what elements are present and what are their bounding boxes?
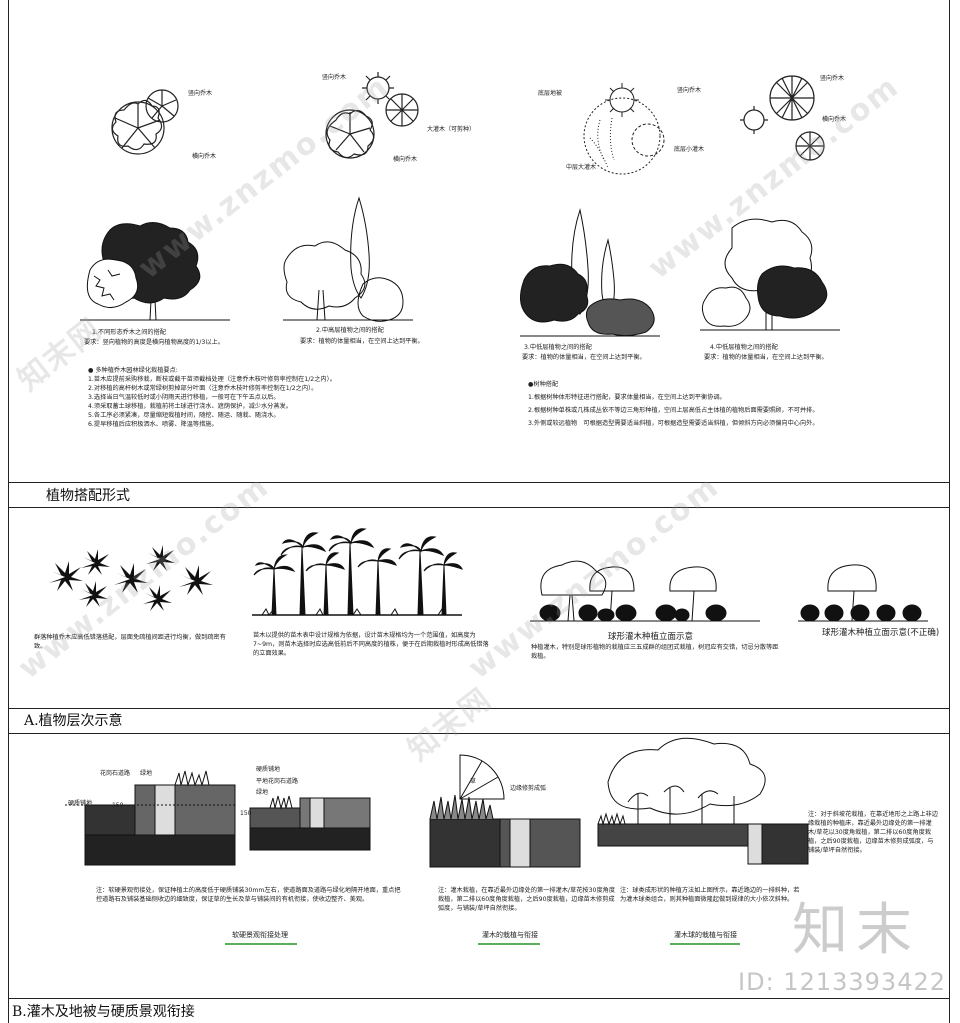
section-title: B.灌木及地被与硬质景观衔接 [12,1004,195,1020]
list-item: 5.各工序必须紧凑，尽量缩短栽植时间，随挖、随运、随栽、随浇水。 [88,412,280,419]
drawing-frame [8,0,950,1023]
elevation-1 [80,222,230,321]
section-caption: 灌木的栽植与衔接 [482,931,538,939]
section-divider [8,733,950,734]
list-item: ● 多种植乔木园林绿化栽植要点: [88,367,178,374]
plan-label: 大灌木（可剪种） [427,126,476,133]
section-divider [8,708,950,709]
list-item: ●树种搭配 [528,381,559,388]
plan-view-2 [325,72,419,159]
elevation-note-title: 3.中低层植物之间的搭配 [524,344,592,351]
section-title: A.植物层次示意 [24,713,123,729]
plan-view-1 [111,89,179,155]
caption-underline [478,943,540,945]
plan-label: 底层地被 [538,90,563,97]
elevation-note-title: 4.中低层植物之间的搭配 [710,344,778,351]
list-item: 6.提早移植后应积极洒水、喷雾、降温等措施。 [88,421,218,428]
caption-underline [225,943,297,945]
elevation-note-body: 要求：植物的体量相当，在空间上达到平衡。 [300,338,424,345]
ball-title-wrong: 球形灌木种植立面示意(不正确) [822,628,940,638]
planting-notes-left: ● 多种植乔木园林绿化栽植要点: 1.苗木应提前采购移栽，断枝或截干苗须截档处理… [88,366,428,429]
list-item: 1.根据树种体形特征进行搭配，要求体量相当，在空间上达到平衡协调。 [528,394,726,401]
section-label: 边缘修剪成弧 [510,785,547,792]
section-label: 硬质铺地 [256,766,281,773]
section-caption: 软硬景观衔接处理 [232,931,288,939]
section-note: 注：软硬景观衔接处，保证种植土的高度低于硬质铺装30mm左右，使道路面及道路与绿… [96,887,401,903]
section-label: 绿地 [256,789,269,796]
plan-label: 竖向乔木 [677,87,702,94]
section-shrub-planting [429,754,581,868]
elevation-note-body: 要求：竖向植物的高度是横向植物高度的1/3以上。 [84,339,224,346]
plan-label: 横向乔木 [393,156,418,163]
section-label: 150 [240,810,252,817]
list-item: 3.外侧或较远植物 可根据造型需要适当斜植，可根据造型需要适当斜植，但倾斜方向必… [528,420,819,427]
list-item: 1.苗木应提前采购移栽，断枝或截干苗须截档处理（注意乔木枝叶修剪率控制在1/2之… [88,376,336,383]
section-title: 植物搭配形式 [46,488,130,504]
plan-label: 竖向乔木 [322,74,347,81]
section-label: 硬质铺地 [68,800,93,807]
elevation-3 [520,208,660,337]
section-label: 绿地 [140,770,153,777]
ball-title: 球形灌木种植立面示意 [608,632,694,642]
ball-shrub-elevation-wrong [798,564,928,622]
plan-label: 横向乔木 [192,153,217,160]
section-note: 注：球类成形状的种植方法如上图所示，靠近路边的一排斜种，若为灌木球类组合，则其种… [620,887,800,903]
section-soft-hard-2 [249,795,371,851]
list-item: 4.须采取蓄土球移植，栽植前将土球进行浇水、遮荫保护，减少水分蒸发。 [88,403,292,410]
layer-note: 群落种植乔木应高低错落搭配，层面免疏植间距进行均衡，做到疏密有致。 [34,634,226,650]
section-note: 注：对于斜坡花栽植，在靠近地形之上路上非边缘栽植的种植床，靠近最外边缘处的第一排… [808,811,938,854]
plan-label: 横向乔木 [822,116,847,123]
plan-label: 竖向乔木 [820,75,845,82]
section-soft-hard-1 [65,770,236,866]
plan-label: 竖向乔木 [188,90,213,97]
section-label: 150 [112,802,124,809]
watermark-logo: 知末 [792,898,920,963]
plan-view-3 [583,83,665,175]
elevation-4 [700,218,840,331]
section-note: 注：灌木栽植，在靠近最外边缘处的第一排灌木/草花按30度角度栽植，第二排以60度… [438,887,616,912]
elevation-note-body: 要求：植物的体量相当，在空间上达到平衡。 [704,354,828,361]
planting-notes-right: ●树种搭配 1.根据树种体形特征进行搭配，要求体量相当，在空间上达到平衡协调。 … [528,380,838,428]
section-label: 花岗石道路 [100,770,131,777]
layer-note: 种植灌木，特别是球形植物的栽植应三五成群的组团式栽植，树冠应有交错，切忌分散等距… [531,644,779,660]
section-ball-planting [597,737,809,865]
list-item: 2.对移植的高杆树木或常绿树剪掉部分叶面（注意乔木枝叶修剪率控制在1/2之内）。 [88,385,318,392]
elevation-note-body: 要求：植物的体量相当，在空间上达到平衡。 [522,354,646,361]
section-divider [8,998,950,999]
elevation-2 [283,196,413,322]
caption-underline [670,943,740,945]
palm-row-elevation [252,528,463,616]
section-label: 草 [470,778,477,785]
plan-label: 底层小灌木 [674,146,705,153]
list-item: 2.根据树种单株或几株成丛依不等边三角形种植，空间上层高低占主体植的植物后面需要… [528,407,819,414]
section-divider [8,507,950,508]
list-item: 3.选择当日气温较低时或小阴雨天进行移植，一般可在下午五点以后。 [88,394,280,401]
palm-cluster-plan [49,545,213,611]
section-caption: 灌木球的栽植与衔接 [674,931,737,939]
plan-label: 中层大灌木 [566,164,597,171]
plan-view-4 [740,75,825,161]
layer-note: 苗木以提供的苗木表中设计规格为依据，设计苗木规格均为一个范围值，如高度为7~9m… [253,632,489,657]
elevation-note-title: 1.不同形态乔木之间的搭配 [92,329,166,336]
elevation-note-title: 2.中高层植物之间的搭配 [316,327,384,334]
section-divider [8,482,950,483]
section-label: 平地花岗石道路 [256,778,299,785]
watermark-id: ID: 1213393422 [738,968,946,996]
ball-shrub-elevation [530,560,760,622]
